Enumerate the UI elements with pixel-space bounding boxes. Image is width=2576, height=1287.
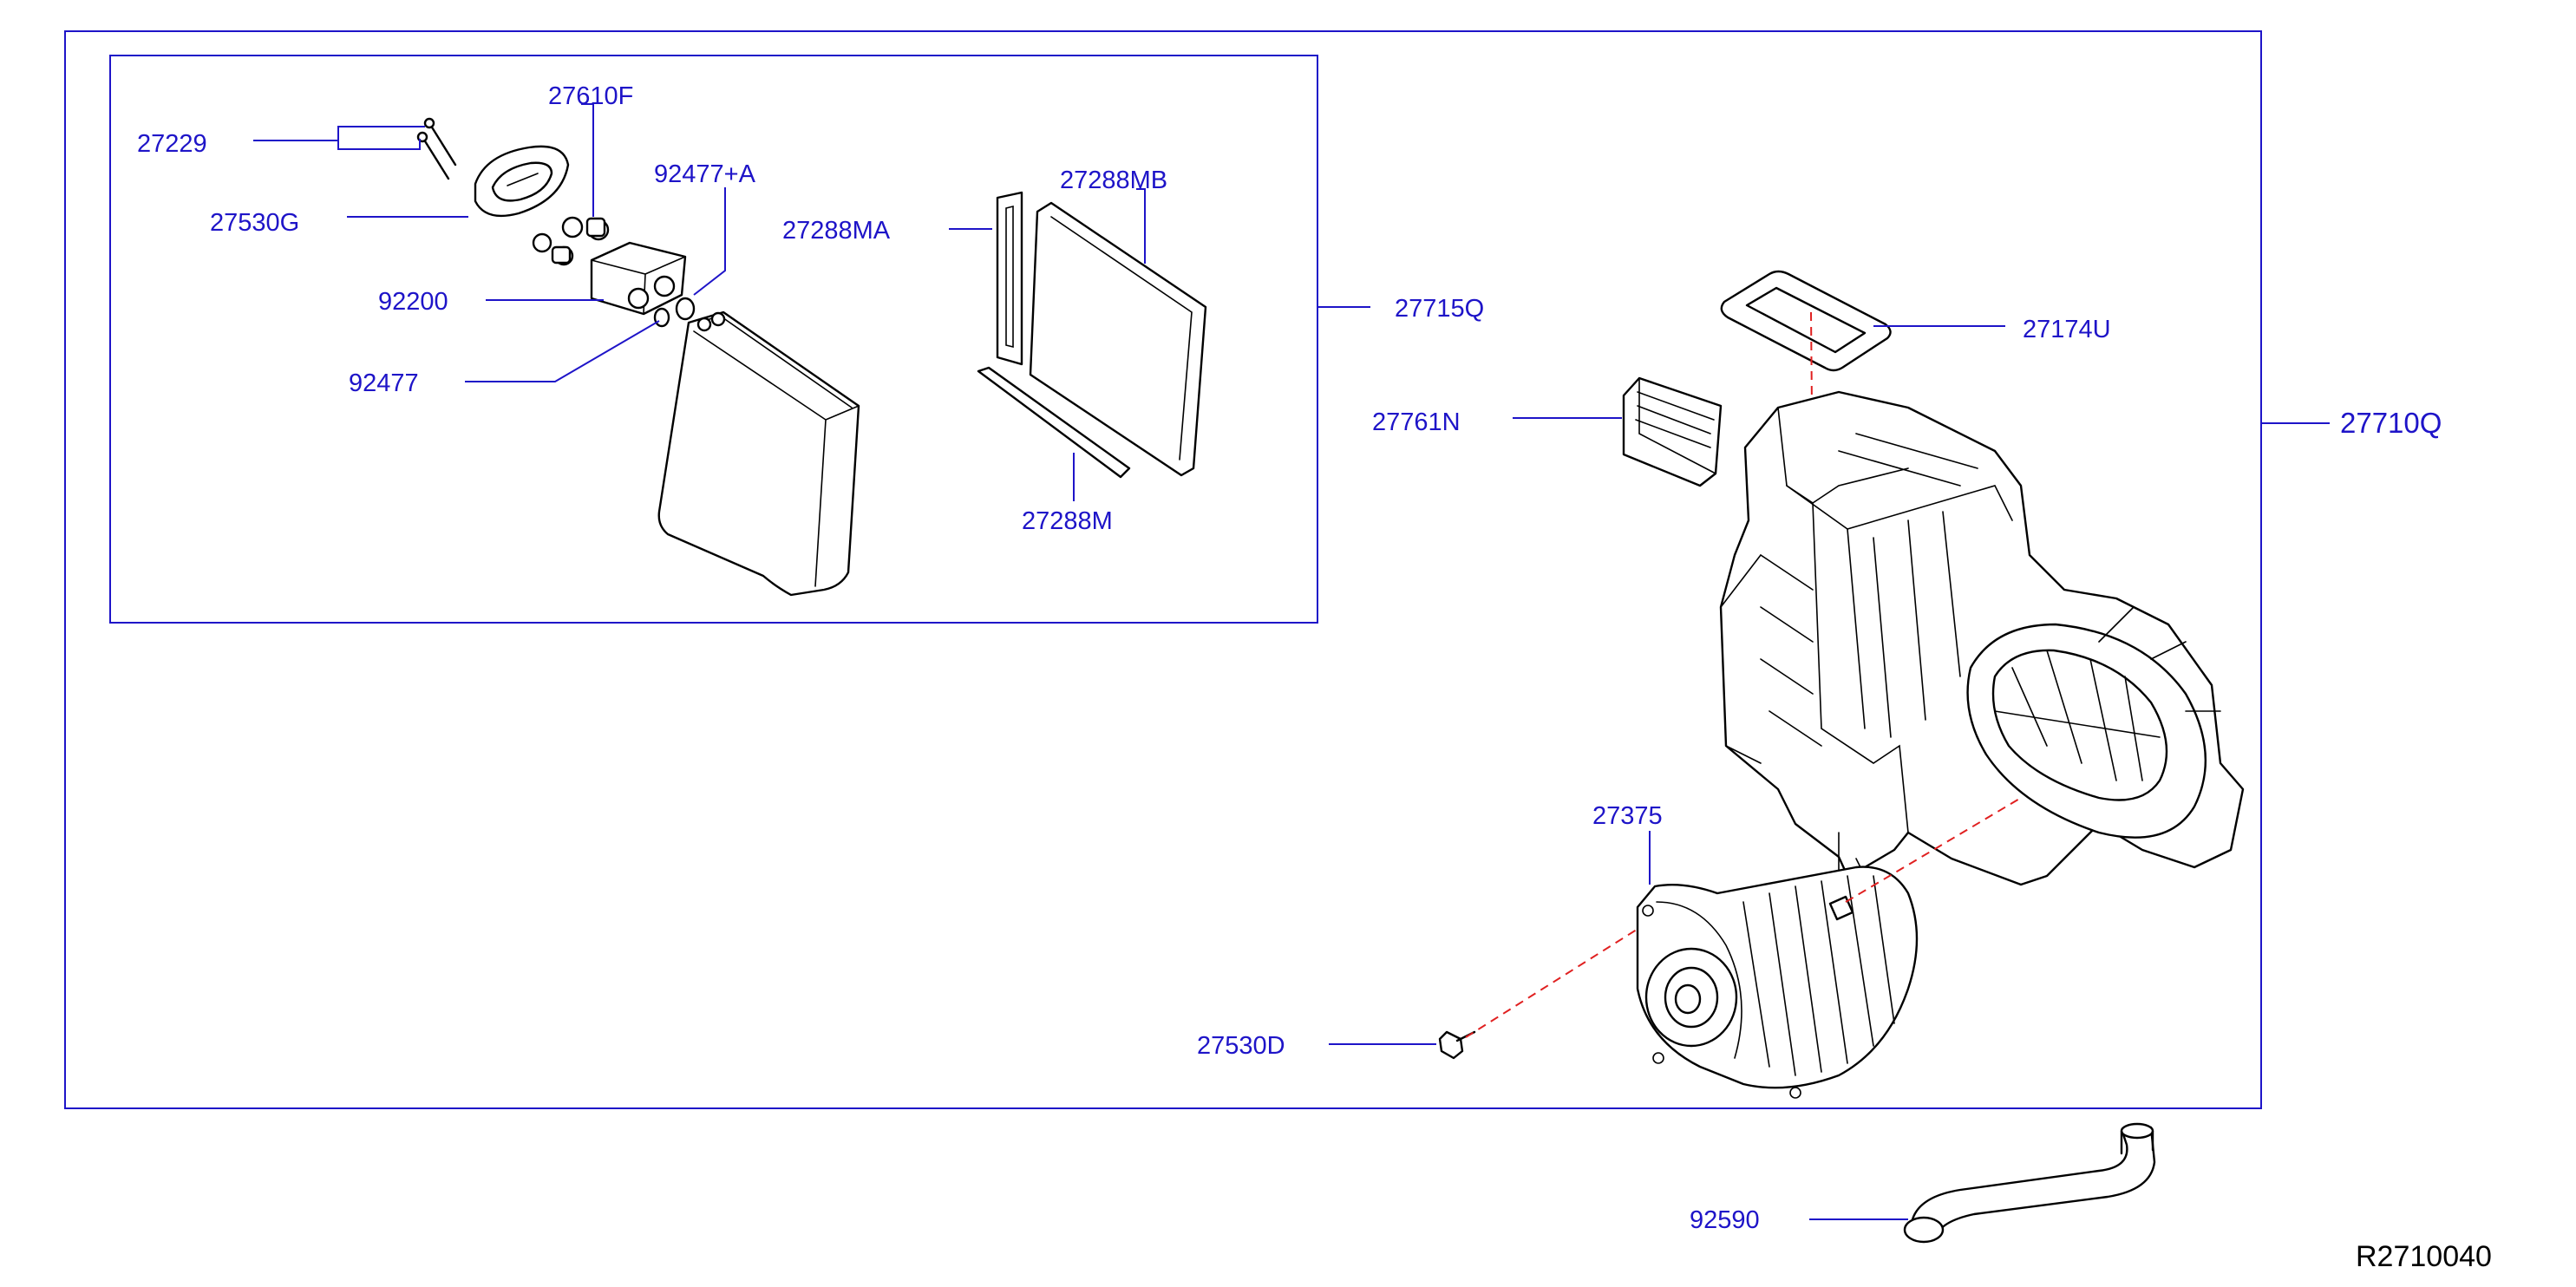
callout-27530D: 27530D xyxy=(1197,1032,1285,1060)
assembly-frame-outer xyxy=(64,30,2262,1109)
phantom-line-motor-to-case xyxy=(1845,797,2022,903)
filter-frame-27288MA xyxy=(996,191,1023,366)
callout-27530G: 27530G xyxy=(210,209,299,237)
callout-92477: 92477 xyxy=(349,369,419,397)
expansion-valve-92200 xyxy=(590,241,687,316)
callout-27288MB: 27288MB xyxy=(1060,167,1167,194)
heater-unit-case xyxy=(1719,390,2245,886)
evaporator-kit-frame xyxy=(109,55,1318,624)
callout-27710Q: 27710Q xyxy=(2340,407,2442,439)
callout-92477-plus-a: 92477+A xyxy=(654,160,756,188)
nuts-27610F xyxy=(532,216,610,266)
gasket-27174U xyxy=(1720,270,1892,372)
insulator-27530G xyxy=(474,145,570,218)
callout-92200: 92200 xyxy=(378,288,448,316)
filter-strip-27288M xyxy=(977,366,1131,479)
callout-27288M: 27288M xyxy=(1022,507,1113,535)
phantom-line-screw xyxy=(1465,927,1640,1038)
callout-27761N: 27761N xyxy=(1372,408,1461,436)
callout-27610F: 27610F xyxy=(548,82,633,110)
bolts-27229 xyxy=(416,117,457,180)
callout-27715Q: 27715Q xyxy=(1395,295,1484,323)
resistor-27761N xyxy=(1622,376,1723,487)
callout-27229: 27229 xyxy=(137,130,207,158)
callout-92590: 92590 xyxy=(1690,1206,1760,1234)
callout-27288MA: 27288MA xyxy=(782,217,891,245)
drain-hose-92590 xyxy=(1903,1122,2156,1244)
leader-lines xyxy=(253,103,2330,1220)
evaporator-core xyxy=(657,310,860,597)
filter-27288MB xyxy=(1029,201,1207,477)
diagram-reference-id: R2710040 xyxy=(2356,1240,2492,1273)
blower-motor-27375 xyxy=(1636,866,1919,1099)
callout-27174U: 27174U xyxy=(2023,316,2111,343)
callout-27375: 27375 xyxy=(1592,802,1663,830)
